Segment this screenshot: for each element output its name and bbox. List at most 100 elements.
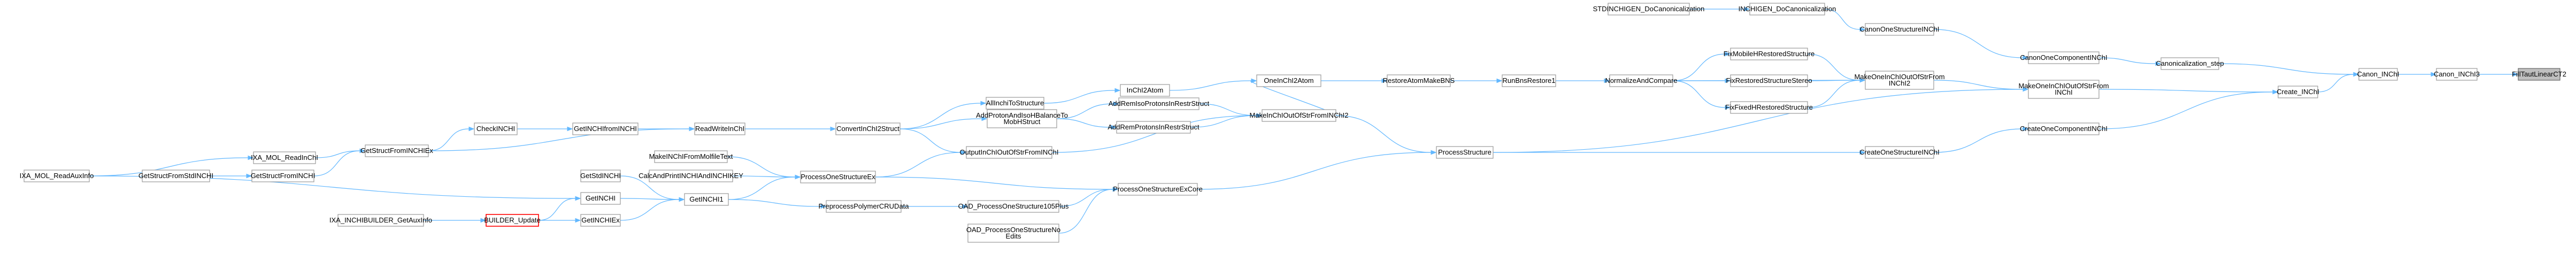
node-fix-fixed-hrestored-structure[interactable]: FixFixedHRestoredStructure <box>1725 101 1813 114</box>
node-add-rem-protons-in-restr-struct[interactable]: AddRemProtonsInRestrStruct <box>1108 121 1199 134</box>
node-box <box>1730 48 1808 60</box>
node-get-inchiex[interactable]: GetINCHIEx <box>580 214 621 227</box>
node-convert-in-ch-i2-struct[interactable]: ConvertInChI2Struct <box>835 122 901 135</box>
call-edge <box>424 218 487 223</box>
call-edge <box>728 174 801 200</box>
arrowhead <box>679 197 685 202</box>
edge-line <box>315 150 360 158</box>
call-edge <box>2098 57 2162 66</box>
call-edge <box>1197 150 1437 190</box>
edge-line <box>1807 80 1860 108</box>
edge-line <box>875 176 1113 190</box>
node-all-inchi-to-structure[interactable]: AllInchiToStructure <box>986 97 1044 110</box>
node-get-struct-from-inchiex[interactable]: GetStructFromINCHIEx <box>360 144 433 157</box>
call-edge <box>1056 101 1119 119</box>
node-check-inchi[interactable]: CheckINCHI <box>474 122 518 135</box>
arrowhead <box>2023 126 2029 132</box>
node-ixa-inchibuilder-get-aux-info[interactable]: IXA_INCHIBUILDER_GetAuxInfo <box>329 214 432 227</box>
node-read-write-in-ch-i[interactable]: ReadWriteInChI <box>694 122 745 135</box>
call-edge <box>1824 9 1866 32</box>
node-get-struct-from-std-inchi[interactable]: GetStructFromStdINCHI <box>139 170 213 182</box>
node-preprocess-polymer-crudata[interactable]: PreprocessPolymerCRUData <box>818 200 909 213</box>
node-box <box>986 97 1044 110</box>
node-box <box>1256 74 1321 87</box>
node-get-std-inchi[interactable]: GetStdINCHI <box>580 170 621 182</box>
node-normalize-and-compare[interactable]: NormalizeAndCompare <box>1605 74 1678 87</box>
call-edge <box>2098 89 2279 95</box>
node-process-one-structure-ex[interactable]: ProcessOneStructureEx <box>800 171 876 183</box>
call-edge <box>875 150 967 178</box>
node-canon-inch-i[interactable]: Canon_INChI <box>2357 68 2400 81</box>
node-label: CalcAndPrintINCHIAndINCHIKEY <box>639 172 743 180</box>
arrowhead <box>2023 55 2029 60</box>
node-canon-inch-i3[interactable]: Canon_INChI3 <box>2434 68 2480 81</box>
node-label: CreateOneComponentINChI <box>2020 125 2108 133</box>
node-oad-process-one-structure105-plus[interactable]: OAD_ProcessOneStructure105Plus <box>958 200 1069 213</box>
node-label: FixRestoredStructureStereo <box>1726 76 1812 84</box>
node-output-in-ch-iout-of-str-from-inch-i[interactable]: OutputInChIOutOfStrFromINChI <box>960 146 1059 159</box>
arrowhead <box>1431 150 1437 155</box>
node-box <box>835 122 901 135</box>
node-fix-mobile-hrestored-structure[interactable]: FixMobileHRestoredStructure <box>1724 48 1815 60</box>
edge-line <box>728 199 821 207</box>
call-edge <box>210 173 252 179</box>
node-ixa-mol-read-aux-info[interactable]: IXA_MOL_ReadAuxInfo <box>20 170 94 182</box>
node-calc-and-print-inchiand-inchikey[interactable]: CalcAndPrintINCHIAndINCHIKEY <box>639 170 743 182</box>
node-canon-one-structure-inch-i[interactable]: CanonOneStructureINChI <box>1860 23 1940 36</box>
node-box <box>1262 109 1336 122</box>
call-edge <box>728 199 827 209</box>
node-get-inchifrom-inchi[interactable]: GetINCHIfromINCHI <box>572 122 639 135</box>
node-box <box>1608 3 1690 16</box>
edge-line <box>1169 80 1252 91</box>
call-edge <box>1169 78 1257 91</box>
node-box <box>1387 74 1451 87</box>
node-one-in-ch-i2-atom[interactable]: OneInChI2Atom <box>1256 74 1321 87</box>
edge-line <box>875 152 962 178</box>
arrowhead <box>689 126 695 132</box>
node-process-one-structure-ex-core[interactable]: ProcessOneStructureExCore <box>1113 183 1203 196</box>
edge-line <box>1043 90 1116 104</box>
edge-line <box>899 103 981 129</box>
arrowhead <box>575 218 581 223</box>
node-process-structure[interactable]: ProcessStructure <box>1436 146 1494 159</box>
node-make-in-ch-iout-of-str-from-inch-i2[interactable]: MakeInChIOutOfStrFromINChI2 <box>1250 109 1349 122</box>
call-edge <box>428 126 695 151</box>
node-fix-restored-structure-stereo[interactable]: FixRestoredStructureStereo <box>1726 74 1812 87</box>
edge-line <box>1056 103 1114 119</box>
node-make-inch-ifrom-molfile-text[interactable]: MakeINChIFromMolfileText <box>649 150 733 163</box>
node-canon-one-component-inch-i[interactable]: CanonOneComponentINChI <box>2020 51 2108 64</box>
node-create-inch-i[interactable]: Create_INChI <box>2277 86 2319 98</box>
node-run-bns-restore1[interactable]: RunBnsRestore1 <box>1502 74 1556 87</box>
node-canonicalization-step[interactable]: Canonicalization_step <box>2156 57 2224 70</box>
node-label: BUILDER_Update <box>484 216 541 224</box>
node-box <box>1749 3 1825 16</box>
arrowhead <box>1111 125 1117 130</box>
node-get-inchi1[interactable]: GetINCHI1 <box>684 193 729 206</box>
node-add-remove-protons-restr[interactable]: AddRemIsoProtonsInRestrStruct <box>1109 97 1210 110</box>
call-edge <box>1321 78 1388 83</box>
arrowhead <box>1859 27 1866 32</box>
node-in-ch-i2-atom[interactable]: InChI2Atom <box>1120 84 1170 97</box>
node-create-one-component-inch-i[interactable]: CreateOneComponentINChI <box>2020 122 2108 135</box>
node-box <box>2028 51 2100 64</box>
node-label: Create_INChI <box>2277 88 2319 96</box>
node-fill-taut-linear-ct2[interactable]: FillTautLinearCT2 <box>2512 68 2566 81</box>
node-label: CanonOneStructureINChI <box>1860 25 1940 33</box>
node-box <box>1118 97 1199 110</box>
node-ixa-mol-read-in-ch-i[interactable]: IXA_MOL_ReadInChI <box>251 151 318 164</box>
node-get-struct-from-inchi[interactable]: GetStructFromINCHI <box>251 170 316 182</box>
call-edge <box>899 128 967 155</box>
node-builder-update[interactable]: BUILDER_Update <box>484 214 541 227</box>
node-box <box>2518 68 2560 81</box>
node-create-one-structure-inch-i[interactable]: CreateOneStructureINChI <box>1859 146 1940 159</box>
node-box <box>486 214 539 227</box>
node-restore-atom-make-bns[interactable]: RestoreAtomMakeBNS <box>1383 74 1455 87</box>
node-box <box>580 170 621 182</box>
node-stdinchigen-do-canonicalization[interactable]: STDINCHIGEN_DoCanonicalization <box>1593 3 1705 16</box>
node-get-inchi[interactable]: GetINCHI <box>580 192 621 205</box>
node-inchigen-do-canonicalization[interactable]: INCHIGEN_DoCanonicalization <box>1739 3 1836 16</box>
